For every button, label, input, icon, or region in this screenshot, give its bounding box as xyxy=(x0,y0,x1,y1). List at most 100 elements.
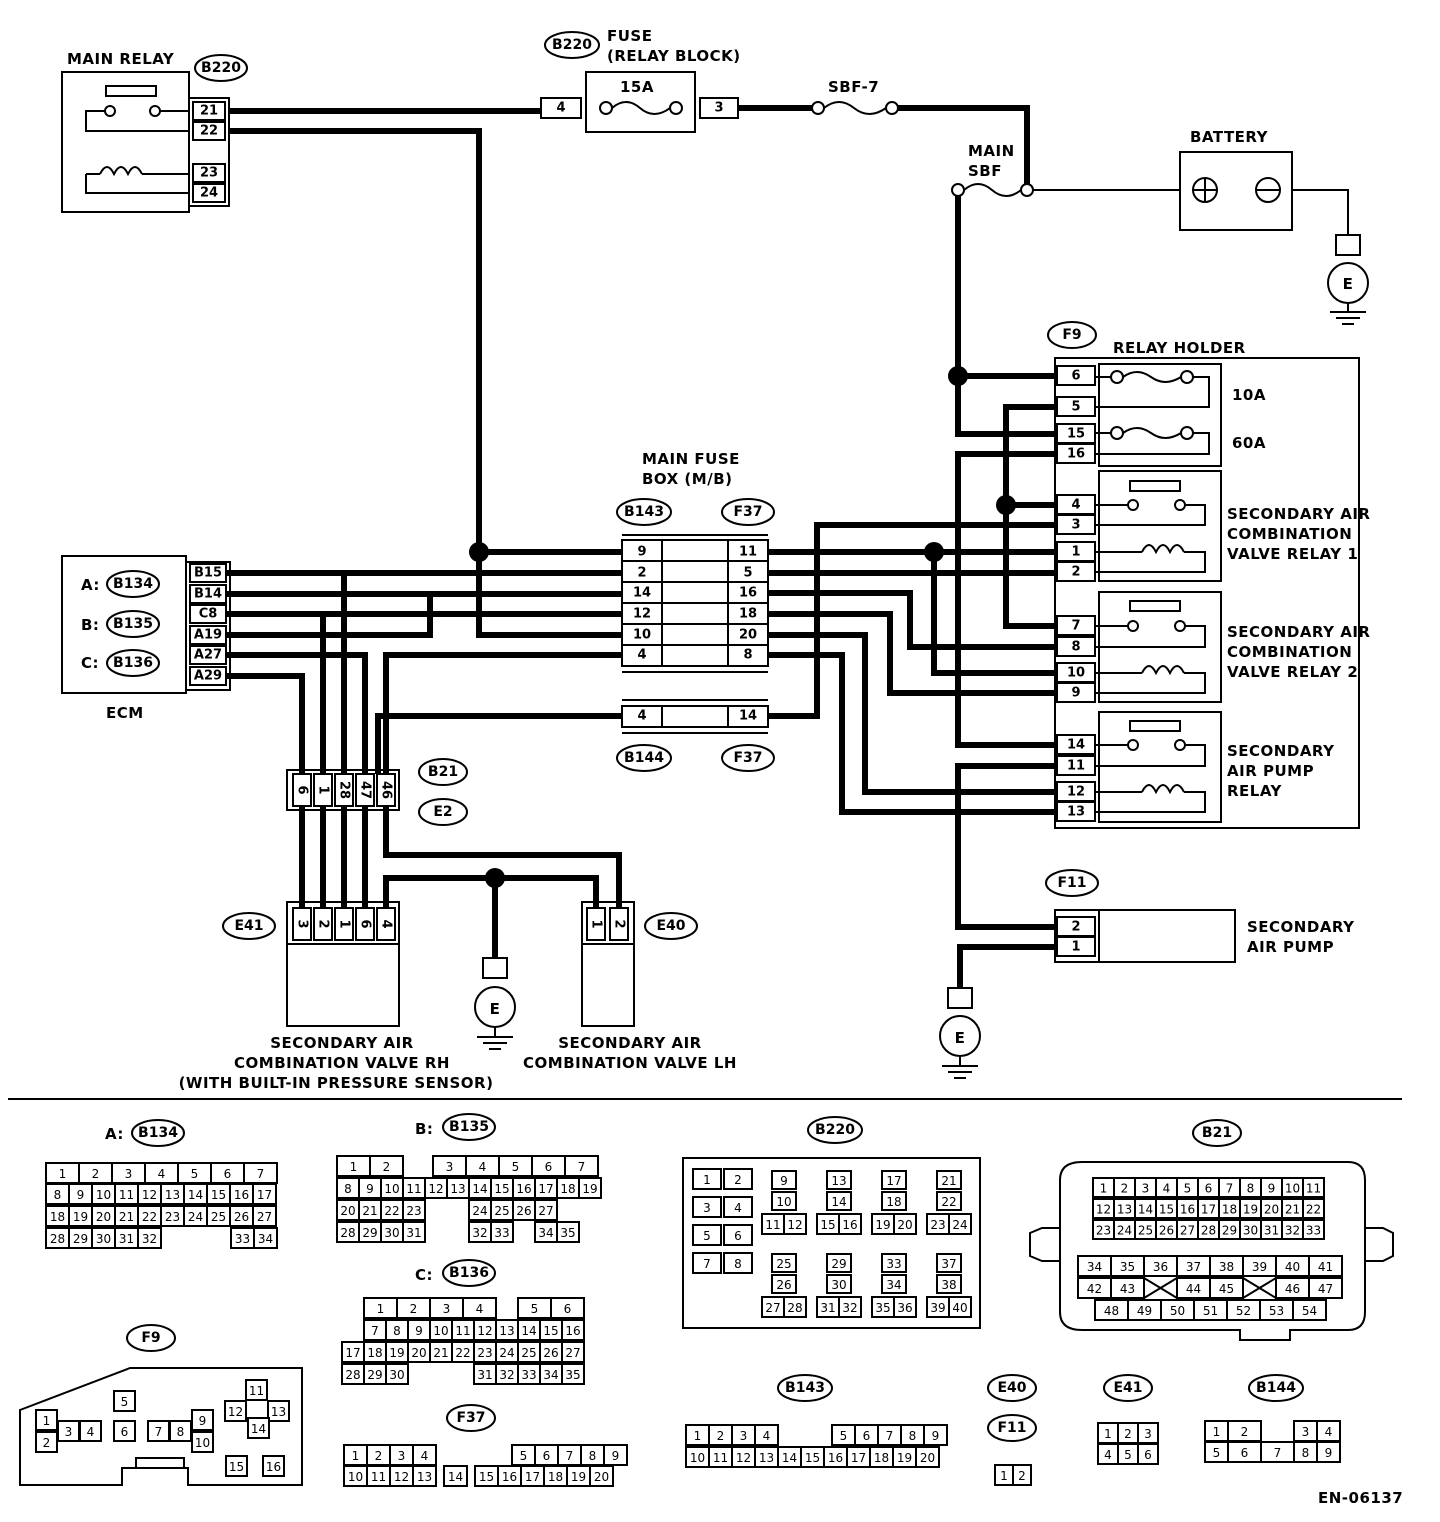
pin-number: 11 xyxy=(249,1384,264,1398)
pin-number: 2 xyxy=(717,1429,725,1443)
pin: A27 xyxy=(194,648,222,663)
pin-number: 13 xyxy=(165,1188,180,1202)
pin-cell xyxy=(771,1170,797,1190)
pin-number: 17 xyxy=(525,1470,540,1484)
pin: 15 xyxy=(1067,427,1085,442)
pin-number: 9 xyxy=(612,1449,620,1463)
pin-number: 5 xyxy=(531,1302,539,1316)
pin-number: 17 xyxy=(345,1346,360,1360)
pin-number: 14 xyxy=(188,1188,203,1202)
pin: 16 xyxy=(1067,447,1085,462)
pin-number: 17 xyxy=(886,1174,901,1188)
wires xyxy=(226,105,1057,988)
prefix-b: B: xyxy=(81,616,99,634)
pin: 12 xyxy=(1067,785,1085,800)
pin-number: 31 xyxy=(820,1301,835,1315)
pin-number: 41 xyxy=(1318,1260,1333,1274)
pin-cell xyxy=(771,1253,797,1273)
pin-number: 3 xyxy=(1302,1425,1310,1439)
pin-number: 24 xyxy=(952,1218,967,1232)
pin-number: 1 xyxy=(1100,1182,1108,1196)
pin-cell xyxy=(385,1363,409,1385)
mfb-label-1: MAIN FUSE xyxy=(642,450,740,468)
pin: 4 xyxy=(556,101,565,116)
pin-number: 3 xyxy=(398,1449,406,1463)
pin: 2 xyxy=(1071,565,1080,580)
pin-number: 9 xyxy=(366,1182,374,1196)
fuse-10a-label: 10A xyxy=(1232,386,1266,404)
pin-number: 1 xyxy=(703,1173,711,1187)
connector-tag-f37: F37 xyxy=(733,504,762,520)
connector-b21-e2: B21 E2 6 1 28 47 46 xyxy=(286,758,468,826)
pin-number: 1 xyxy=(694,1429,702,1443)
pin-cell xyxy=(1302,1177,1325,1198)
pin-cell xyxy=(1308,1277,1343,1299)
pin-cell xyxy=(771,1191,797,1211)
fuse-label-1: FUSE xyxy=(607,27,652,45)
connector-tag-b136: B136 xyxy=(449,1265,489,1281)
pin-number: 27 xyxy=(765,1301,780,1315)
pin-cell xyxy=(915,1446,940,1468)
pin: 20 xyxy=(739,628,757,643)
pin-number: 12 xyxy=(477,1324,492,1338)
pin-cell xyxy=(936,1191,962,1211)
ground-pump: E xyxy=(939,987,981,1079)
pin: 12 xyxy=(633,607,651,622)
pin-number: 26 xyxy=(516,1204,531,1218)
pin-cell xyxy=(589,1465,614,1487)
pin-number: 10 xyxy=(690,1451,705,1465)
pin-number: 24 xyxy=(188,1210,203,1224)
valve-lh-label-2: COMBINATION VALVE LH xyxy=(523,1054,737,1072)
fuse-rating: 15A xyxy=(620,78,654,96)
pin-number: 8 xyxy=(54,1188,62,1202)
ground-valves: E xyxy=(474,957,516,1050)
pin: 1 xyxy=(1071,940,1080,955)
main-sbf: MAIN SBF xyxy=(951,142,1034,197)
pin-number: 29 xyxy=(73,1232,88,1246)
pin-number: 38 xyxy=(941,1278,956,1292)
pin-cell xyxy=(534,1199,558,1221)
pin-number: 27 xyxy=(538,1204,553,1218)
pin-cell xyxy=(1110,1277,1145,1299)
pin-number: 21 xyxy=(119,1210,134,1224)
pin-number: 2 xyxy=(43,1436,51,1450)
pin-number: 12 xyxy=(787,1218,802,1232)
pin-number: 7 xyxy=(886,1429,894,1443)
pin-cell xyxy=(224,1400,247,1422)
ground-symbol: E xyxy=(490,1000,501,1018)
pump-relay-label-3: RELAY xyxy=(1227,782,1283,800)
pin-number: 29 xyxy=(367,1368,382,1382)
pin-number: 7 xyxy=(703,1257,711,1271)
valve-rh: E41 3 2 1 6 4 SECONDARY AIR COMBINATION … xyxy=(179,901,494,1092)
connector-tag-e40: E40 xyxy=(656,918,685,934)
pin-number: 17 xyxy=(851,1451,866,1465)
pin-number: 32 xyxy=(472,1226,487,1240)
pin-number: 20 xyxy=(920,1451,935,1465)
connector-tag-b21: B21 xyxy=(428,764,458,780)
pin: 8 xyxy=(743,648,752,663)
pin-number: 5 xyxy=(840,1429,848,1443)
pin-number: 26 xyxy=(543,1346,558,1360)
pin-number: 20 xyxy=(897,1218,912,1232)
pin-number: 4 xyxy=(476,1302,484,1316)
valve-rh-label-3: (WITH BUILT-IN PRESSURE SENSOR) xyxy=(179,1074,494,1092)
prefix-c: C: xyxy=(415,1266,433,1284)
pin: 2 xyxy=(612,919,627,928)
pin-number: 3 xyxy=(446,1160,454,1174)
connector-tag-b143: B143 xyxy=(785,1380,825,1396)
pin-number: 3 xyxy=(1144,1427,1152,1441)
pin-number: 19 xyxy=(582,1182,597,1196)
pin-cell xyxy=(137,1227,162,1249)
pin: 9 xyxy=(637,545,646,560)
pin-number: 1 xyxy=(352,1449,360,1463)
pin-number: 33 xyxy=(886,1257,901,1271)
pin: A19 xyxy=(194,628,222,643)
main-relay-pins: 21 22 23 24 xyxy=(192,101,226,203)
pin-number: 25 xyxy=(1138,1224,1153,1238)
pin: 2 xyxy=(637,566,646,581)
prefix-a: A: xyxy=(105,1125,124,1143)
pin-number: 16 xyxy=(565,1324,580,1338)
